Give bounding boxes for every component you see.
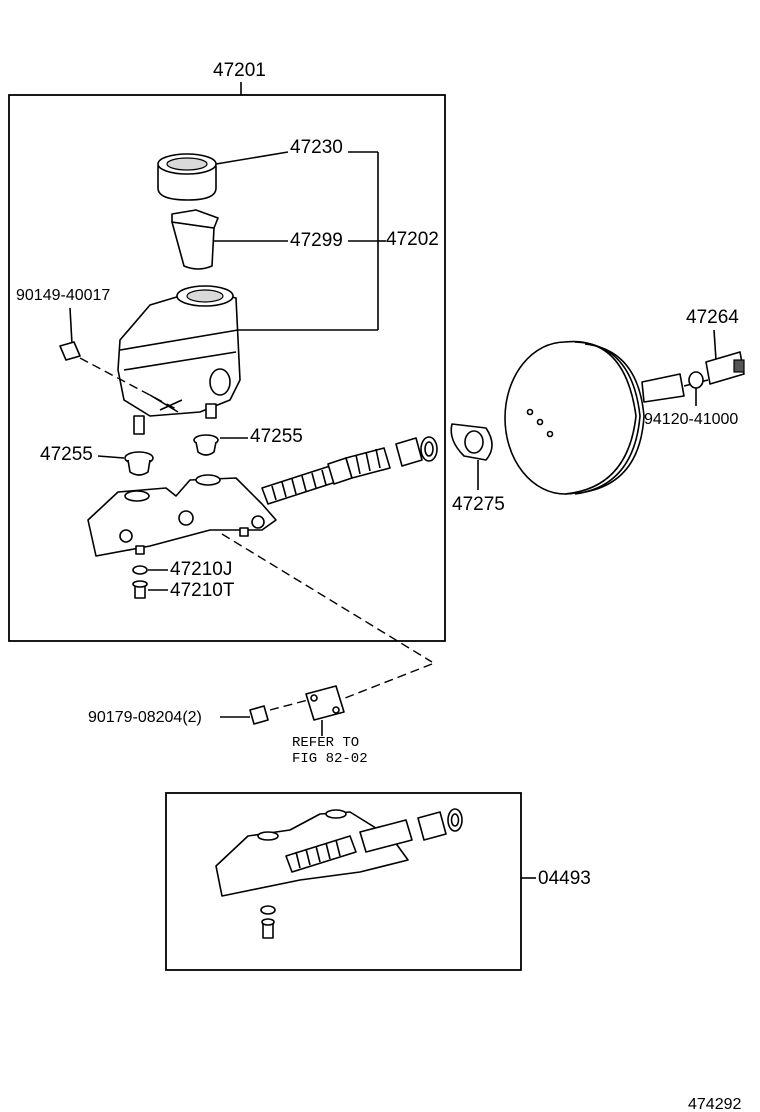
reservoir-screw-drawing (59, 341, 81, 361)
mount-nut-drawing (249, 705, 269, 725)
piston-spring-drawing (261, 436, 438, 505)
label-47202: 47202 (386, 229, 439, 250)
label-47255-left: 47255 (40, 444, 93, 465)
grommet-right-drawing (193, 434, 219, 456)
reservoir-strainer-drawing (171, 209, 288, 270)
clevis-nut-drawing (688, 371, 704, 389)
label-47210J: 47210J (170, 559, 232, 580)
figure-number: 474292 (688, 1096, 741, 1112)
master-cylinder-frame: 47201 (8, 60, 446, 642)
refer-to-line2: FIG 82-02 (292, 751, 368, 767)
clevis-drawing (705, 351, 745, 385)
label-90149-40017: 90149-40017 (16, 287, 110, 304)
brake-booster-drawing (504, 340, 709, 495)
repair-kit-frame: 04493 (165, 792, 591, 971)
label-04493: 04493 (538, 868, 591, 889)
label-47275: 47275 (452, 494, 505, 515)
label-47210T: 47210T (170, 580, 235, 601)
refer-to-line1: REFER TO (292, 735, 359, 751)
repair-kit-cylinder-drawing (215, 808, 463, 939)
label-94120-41000: 94120-41000 (644, 411, 738, 428)
mount-bracket-drawing (305, 685, 345, 721)
label-47264: 47264 (686, 307, 739, 328)
grommet-left-drawing (124, 451, 154, 476)
plug-47210t-drawing (132, 580, 148, 599)
gasket-47210j-drawing (132, 565, 148, 575)
booster-gasket-drawing (450, 423, 493, 461)
label-47299: 47299 (290, 230, 343, 251)
label-47201: 47201 (213, 60, 266, 81)
label-90179-08204: 90179-08204(2) (88, 709, 202, 726)
label-47255-right: 47255 (250, 426, 303, 447)
reservoir-body-drawing (117, 285, 241, 435)
label-47230: 47230 (290, 137, 343, 158)
master-cylinder-body-drawing (87, 474, 277, 557)
reservoir-cap-drawing (157, 151, 289, 201)
